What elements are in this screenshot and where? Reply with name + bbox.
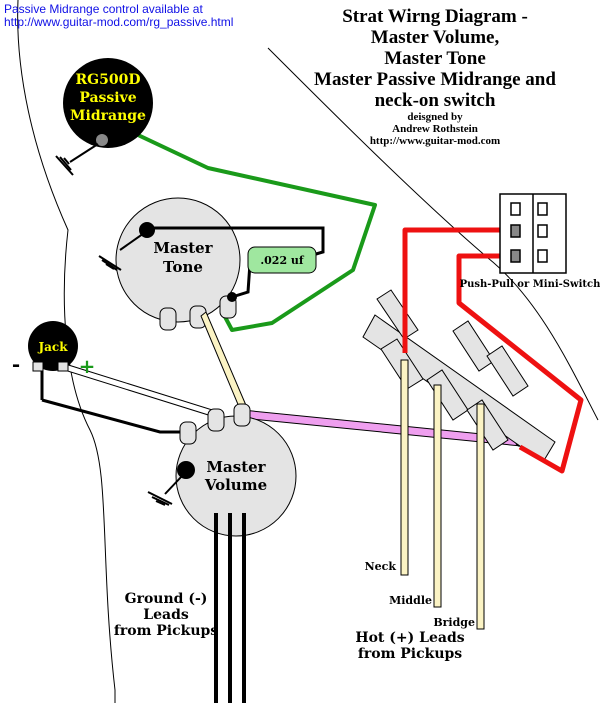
midrange-link-caption: Passive Midrange control available at (4, 2, 203, 16)
ground-leads-label-1: Ground (-) (125, 591, 208, 607)
lead-label-middle: Middle (389, 594, 432, 607)
switch-label: Push-Pull or Mini-Switch (460, 279, 600, 290)
midrange-pot (63, 58, 153, 148)
hot-leads-label-2: from Pickups (358, 646, 462, 662)
tone-lug-1 (159, 307, 177, 331)
pickguard-outline (267, 47, 599, 421)
capacitor-lead-bottom (231, 262, 252, 299)
title-line-1: Strat Wirng Diagram - (342, 6, 528, 27)
volume-lug-2 (207, 408, 225, 432)
ground-leads-label-2: Leads (143, 607, 189, 623)
jack (28, 321, 78, 371)
title-line-4: Master Passive Midrange and (314, 69, 556, 90)
midrange-lug (96, 134, 108, 146)
lead-label-bridge: Bridge (433, 616, 475, 629)
jack-plus: + (79, 354, 96, 378)
midrange-label-3: Midrange (70, 108, 146, 124)
five-way-switch (362, 289, 556, 463)
tone-label-2: Tone (163, 258, 203, 276)
tone-label-1: Master (153, 239, 213, 257)
capacitor (247, 246, 317, 274)
red-wire-2 (456, 253, 584, 474)
volume-lug-3 (233, 403, 251, 427)
hot-lead-bridge (476, 403, 485, 630)
credit-line-2: Andrew Rothstein (392, 123, 478, 135)
jack-minus: - (12, 352, 20, 376)
title-block: Strat Wirng Diagram - Master Volume, Mas… (270, 6, 600, 147)
hot-lead-middle (433, 384, 442, 608)
title-line-5: neck-on switch (374, 90, 496, 111)
credit-line-1: deisgned by (407, 111, 463, 123)
midrange-link-url[interactable]: http://www.guitar-mod.com/rg_passive.htm… (4, 15, 234, 29)
jack-ground-wire-2 (41, 398, 188, 455)
volume-ground-icon (147, 491, 173, 506)
capacitor-lead-top (147, 226, 325, 256)
midrange-ground-icon (55, 155, 74, 176)
jack-label: Jack (37, 340, 68, 354)
jack-lug-left (32, 361, 44, 372)
midrange-label-2: Passive (79, 90, 136, 106)
midrange-label-1: RG500D (76, 72, 141, 88)
ground-leads-label-3: from Pickups (114, 623, 218, 639)
tone-ground-icon (98, 255, 122, 271)
jack-lug-right (57, 361, 69, 372)
hot-lead-neck (400, 359, 409, 576)
lead-label-neck: Neck (365, 560, 397, 573)
red-wire-1 (402, 227, 513, 353)
volume-lug-1 (179, 421, 197, 445)
capacitor-label: .022 uf (260, 254, 305, 267)
green-wire (101, 116, 377, 332)
title-line-3: Master Tone (384, 48, 486, 69)
volume-label-1: Master (206, 458, 266, 476)
hot-leads-label-1: Hot (+) Leads (355, 630, 464, 646)
volume-label-2: Volume (204, 476, 267, 494)
credit-url[interactable]: http://www.guitar-mod.com (369, 135, 501, 147)
title-line-2: Master Volume, (370, 27, 500, 48)
